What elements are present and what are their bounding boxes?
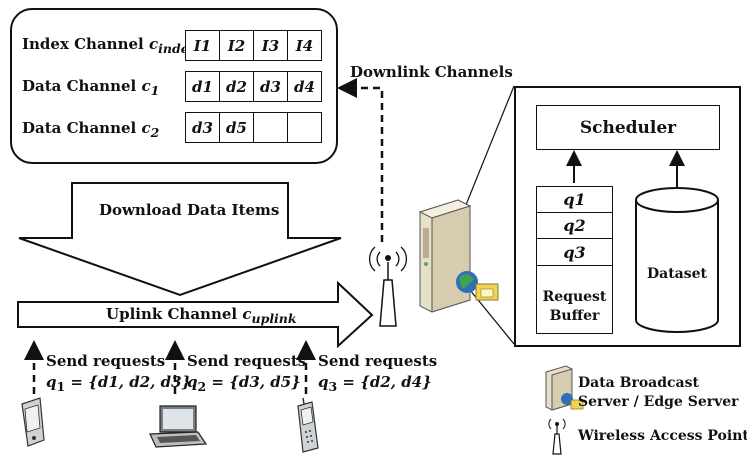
index-cell: I2 [219, 30, 254, 61]
access-point-icon [369, 246, 407, 327]
uplink-label: Uplink Channel cuplink [106, 305, 297, 326]
legend-access-point-label: Wireless Access Point [578, 428, 747, 444]
data-cell: d4 [287, 71, 322, 102]
laptop-icon [149, 405, 208, 448]
request-2: Send requests q2 = {d3, d5} [187, 351, 306, 397]
dataset-cylinder [635, 187, 719, 333]
data-cell: d1 [185, 71, 220, 102]
legend-access-point-icon [548, 418, 566, 455]
index-cell: I4 [287, 30, 322, 61]
data-cell [287, 112, 322, 143]
queue-item: q3 [536, 238, 613, 266]
data-cell: d2 [219, 71, 254, 102]
server-detail-panel [514, 86, 741, 347]
download-label: Download Data Items [99, 201, 280, 219]
index-cell: I3 [253, 30, 288, 61]
request-1: Send requests q1 = {d1, d2, d3} [46, 351, 191, 397]
legend-server-icon [545, 365, 584, 411]
request-title: Send requests [187, 352, 307, 370]
request-buffer-label: Request Buffer [542, 289, 607, 324]
scheduler-box: Scheduler [536, 105, 720, 150]
downlink-label: Downlink Channels [350, 63, 513, 81]
data-channel-2-label: Data Channel c2 [22, 119, 160, 140]
data-channel-1-label: Data Channel c1 [22, 77, 160, 98]
queue-item: q1 [536, 186, 613, 213]
server-icon [418, 199, 499, 313]
request-title: Send requests [318, 352, 438, 370]
uplink-arrow [17, 280, 374, 349]
request-query: q3 = {d2, d4} [318, 373, 432, 394]
request-query: q1 = {d1, d2, d3} [46, 373, 192, 394]
data-cell: d5 [219, 112, 254, 143]
request-title: Send requests [46, 352, 166, 370]
downlink-connector [337, 78, 384, 242]
scheduler-label: Scheduler [579, 117, 677, 138]
cellphone-icon [297, 397, 319, 453]
request-3: Send requests q3 = {d2, d4} [318, 351, 437, 397]
request-query: q2 = {d3, d5} [187, 373, 301, 394]
queue-item: q2 [536, 212, 613, 239]
download-arrow [18, 182, 342, 297]
legend-server-label: Data Broadcast Server / Edge Server [578, 375, 739, 410]
smartphone-icon [21, 397, 45, 447]
data-cell: d3 [253, 71, 288, 102]
dataset-label: Dataset [646, 266, 707, 282]
index-cell: I1 [185, 30, 220, 61]
